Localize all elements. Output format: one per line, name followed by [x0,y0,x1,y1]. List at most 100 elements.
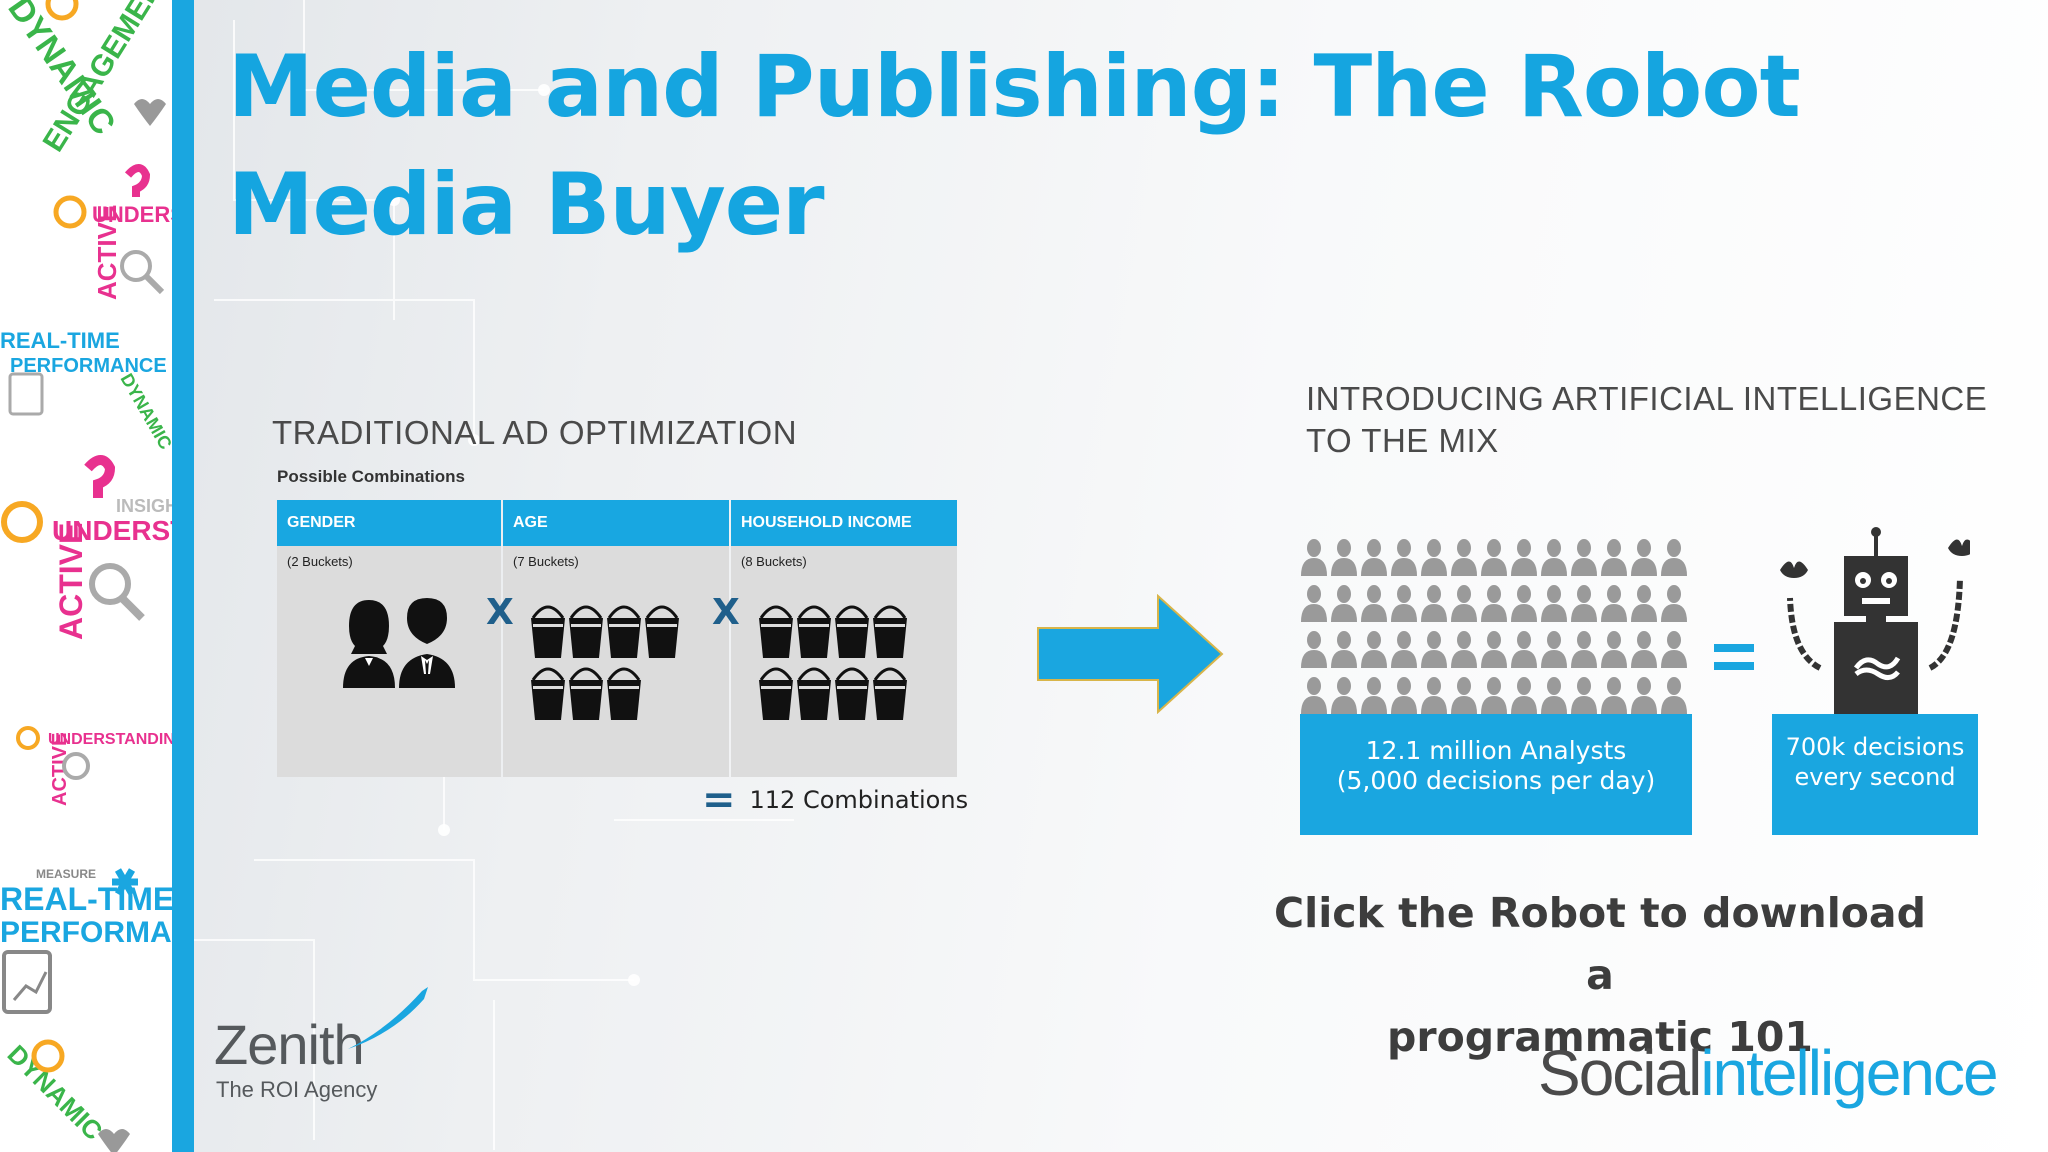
bucket-icon [835,605,869,658]
person-icon [1661,677,1687,714]
social-logo-part1: Social [1538,1037,1702,1109]
gender-count: (2 Buckets) [287,554,353,569]
gender-icons [343,598,455,688]
multiply-symbol-1: X [486,592,514,633]
robot-rate-unit: every second [1794,763,1956,791]
person-icon [1331,539,1357,576]
person-icon [1661,631,1687,668]
zenith-tagline: The ROI Agency [216,1077,378,1102]
person-icon [1391,677,1417,714]
bucket-icon [873,667,907,720]
word-active-1: ACTIVE [92,205,122,300]
person-icon [1361,539,1387,576]
person-icon [1601,677,1627,714]
person-icon [1331,585,1357,622]
person-icon [1361,677,1387,714]
age-header: AGE [503,500,729,546]
age-buckets [531,605,679,720]
person-icon [1511,539,1537,576]
person-icon [1601,631,1627,668]
person-icon [1631,677,1657,714]
income-column: HOUSEHOLD INCOME (8 Buckets) [731,500,957,777]
age-count: (7 Buckets) [513,554,579,569]
person-icon [1511,631,1537,668]
bucket-icon [797,605,831,658]
person-icon [1571,677,1597,714]
person-icon [1631,631,1657,668]
gender-header: GENDER [277,500,501,546]
bucket-icon [797,667,831,720]
person-icon [1391,631,1417,668]
income-buckets [759,605,907,720]
person-icon [1571,539,1597,576]
gender-column: GENDER (2 Buckets) [277,500,501,777]
combinations-result: = 112 Combinations [702,780,968,820]
person-icon [1631,539,1657,576]
word-understand-2: UNDERSTAND [52,515,172,546]
person-icon [1481,631,1507,668]
word-measure: MEASURE [36,867,96,881]
traditional-subheading: Possible Combinations [277,467,465,486]
person-icon [1541,677,1567,714]
bucket-icon [531,667,565,720]
person-icon [1421,539,1447,576]
person-icon [1361,585,1387,622]
sidebar-icons [1,0,166,1152]
person-icon [1571,585,1597,622]
word-performance-1: PERFORMANCE [10,355,167,377]
income-header: HOUSEHOLD INCOME [731,500,957,546]
ai-heading-line1: INTRODUCING ARTIFICIAL INTELLIGENCE [1306,380,1988,417]
analysts-label: 12.1 million Analysts [1365,736,1627,765]
bucket-icon [873,605,907,658]
zenith-name: Zenith [214,1013,365,1076]
word-active-3: ACTIVE [49,733,71,806]
person-icon [1481,539,1507,576]
download-cta: Click the Robot to download a programmat… [1260,882,1940,1068]
person-icon [1421,677,1447,714]
person-icon [1631,585,1657,622]
combinations-table: GENDER (2 Buckets) AGE (7 Buckets) HOUSE… [277,500,957,777]
person-icon [1451,539,1477,576]
cta-line1: Click the Robot to download a [1274,889,1926,999]
person-icon [1601,585,1627,622]
zenith-logo: Zenith The ROI Agency [214,987,428,1103]
ai-heading: INTRODUCING ARTIFICIAL INTELLIGENCE TO T… [1306,378,2006,462]
bucket-icon [835,667,869,720]
word-dynamic-2: DYNAMIC [117,370,172,453]
person-icon [1481,677,1507,714]
word-understand-1: UNDERSTAND [92,202,172,227]
age-column: AGE (7 Buckets) [503,500,729,777]
person-icon [1541,631,1567,668]
multiply-symbol-2: X [712,592,740,633]
person-icon [1451,585,1477,622]
person-icon [1451,677,1477,714]
robot-box: 700k decisions every second [1772,714,1978,835]
person-icon [1541,539,1567,576]
robot-icon[interactable] [1780,518,1970,714]
socialintelligence-logo: Socialintelligence [1538,1037,1999,1109]
bucket-icon [569,667,603,720]
bucket-icon [759,605,793,658]
accent-bar [172,0,194,1152]
person-icon [1571,631,1597,668]
man-icon [399,598,455,688]
income-count: (8 Buckets) [741,554,807,569]
analysts-box: 12.1 million Analysts (5,000 decisions p… [1300,714,1692,835]
word-realtime-1: REAL-TIME [0,328,120,353]
bucket-icon [531,605,565,658]
person-icon [1391,585,1417,622]
person-icon [1481,585,1507,622]
ai-equals-symbol [1714,644,1754,672]
ai-heading-line2: TO THE MIX [1306,422,1499,459]
person-icon [1331,677,1357,714]
person-icon [1391,539,1417,576]
word-understanding: UNDERSTANDING [48,731,172,748]
person-icon [1421,585,1447,622]
person-icon [1331,631,1357,668]
person-icon [1541,585,1567,622]
decorative-word-strip: DYNAMIC ENGAGEMENT UNDERSTAND ACTIVE REA… [0,0,172,1152]
person-icon [1301,677,1327,714]
zenith-swoosh-icon [348,987,428,1049]
person-icon [1601,539,1627,576]
word-dynamic-3: DYNAMIC [2,1039,109,1146]
